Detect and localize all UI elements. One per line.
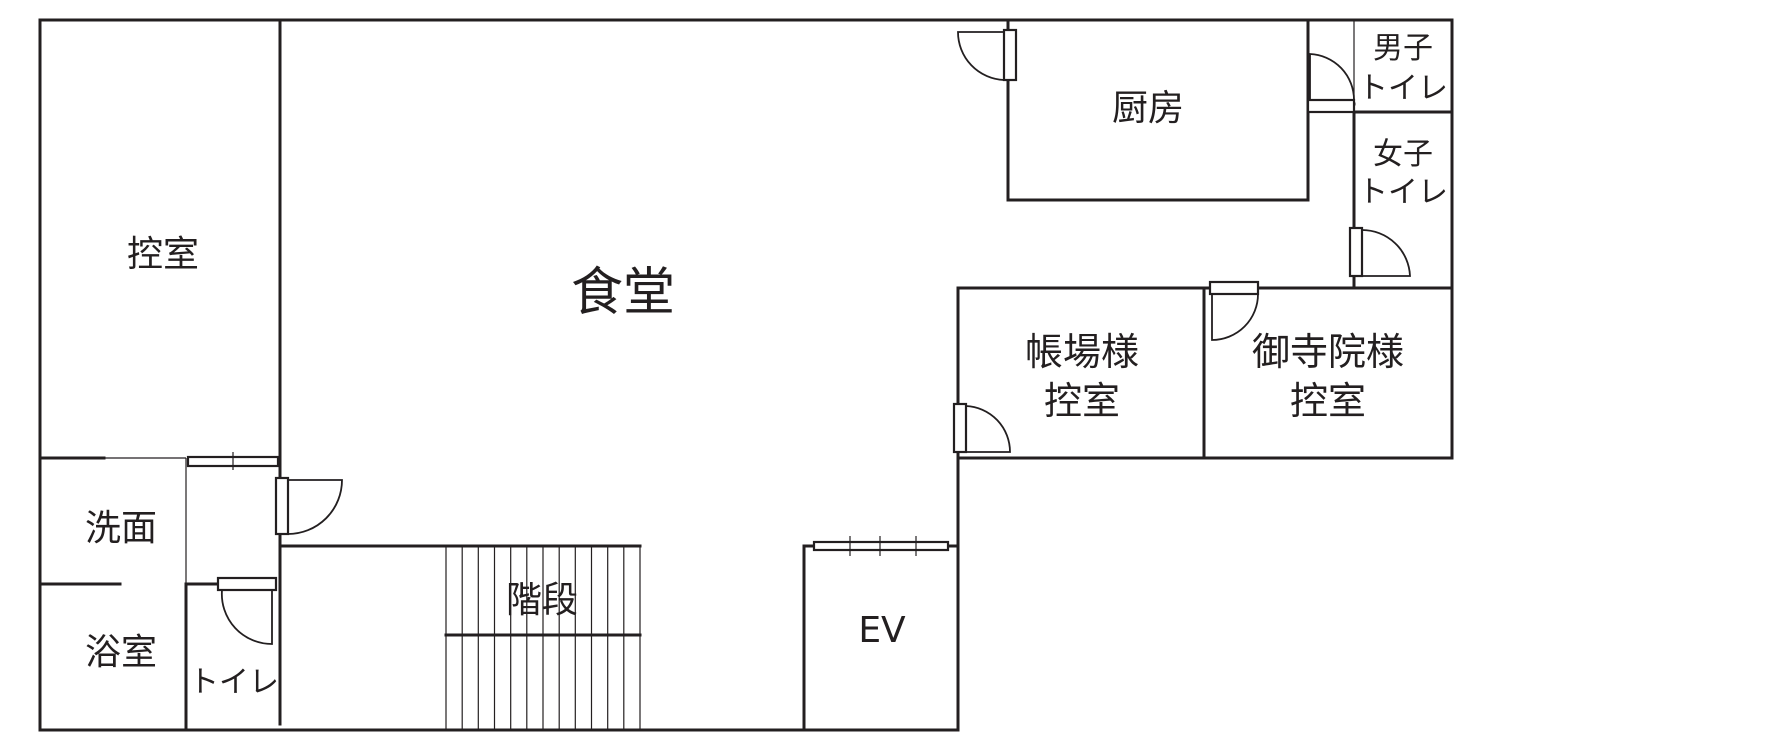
label-kitchen: 厨房 xyxy=(1112,88,1184,129)
door-temple-waiting xyxy=(1208,280,1260,341)
door-dining-left xyxy=(274,476,343,536)
outer-walls xyxy=(38,18,1454,732)
label-bathroom: 浴室 xyxy=(85,632,157,673)
stair-treads xyxy=(445,546,625,730)
label-dining-hall: 食堂 xyxy=(571,263,675,323)
label-elevator: EV xyxy=(858,610,906,651)
door-cashier-waiting xyxy=(952,402,1011,454)
label-temple-waiting-2: 控室 xyxy=(1290,379,1366,423)
label-cashier-waiting-2: 控室 xyxy=(1044,379,1120,423)
door-womens-toilet xyxy=(1348,226,1411,278)
door-mens-toilet xyxy=(1306,53,1356,114)
door-kitchen xyxy=(957,28,1018,82)
stairs xyxy=(278,544,642,730)
label-toilet: トイレ xyxy=(189,665,279,700)
label-mens-toilet-1: 男子 xyxy=(1373,31,1433,66)
label-mens-toilet-2: トイレ xyxy=(1358,71,1448,106)
door-toilet xyxy=(216,576,278,645)
room-labels: 控室 食堂 厨房 男子 トイレ 女子 トイレ 帳場様 控室 御寺院様 控室 洗面… xyxy=(85,31,1448,700)
label-womens-toilet-1: 女子 xyxy=(1373,137,1433,172)
sliding-door-left xyxy=(186,452,280,470)
label-cashier-waiting-1: 帳場様 xyxy=(1025,330,1139,374)
label-waiting-left: 控室 xyxy=(127,234,199,275)
label-washroom: 洗面 xyxy=(85,508,157,549)
left-wing-walls xyxy=(38,18,282,732)
label-womens-toilet-2: トイレ xyxy=(1358,175,1448,210)
elevator xyxy=(802,536,960,732)
label-stairs: 階段 xyxy=(506,580,578,621)
label-temple-waiting-1: 御寺院様 xyxy=(1252,330,1404,374)
